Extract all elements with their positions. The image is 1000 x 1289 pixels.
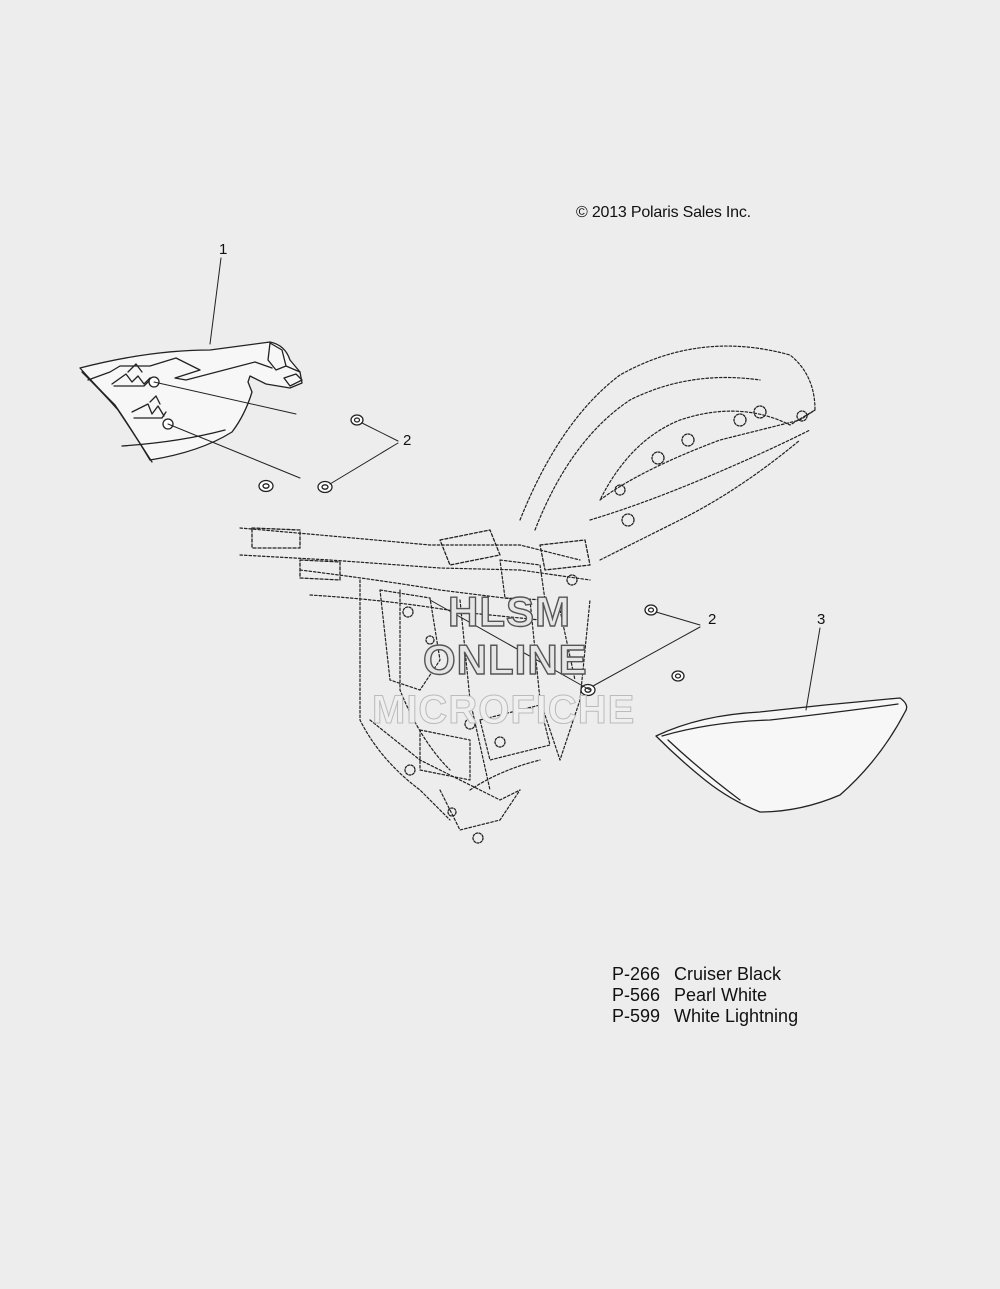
legend-code: P-599	[612, 1006, 661, 1026]
watermark-line-2: ONLINE	[422, 635, 588, 683]
side-cover-right-part-3	[655, 697, 908, 813]
legend-code: P-566	[612, 985, 661, 1005]
motorcycle-frame	[239, 345, 816, 831]
copyright-notice: © 2013 Polaris Sales Inc.	[576, 204, 751, 221]
leader-part-3	[805, 627, 821, 711]
callout-part-2-lower: 2	[708, 611, 717, 628]
legend-row: P-599 White Lightning	[612, 1006, 798, 1027]
leader-part-1	[209, 257, 222, 345]
watermark-line-1: HLSM	[447, 587, 571, 635]
grommets-lower-part-2	[429, 599, 701, 697]
watermark-line-3: MICROFICHE	[371, 688, 636, 733]
frame-mounting-holes	[402, 405, 808, 844]
legend-color-name: Cruiser Black	[674, 964, 782, 984]
color-legend: P-266 Cruiser Black P-566 Pearl White P-…	[612, 964, 798, 1027]
push-clip-upper	[111, 363, 160, 388]
callout-part-1: 1	[219, 241, 228, 258]
legend-color-name: Pearl White	[674, 985, 768, 1005]
legend-color-name: White Lightning	[674, 1006, 799, 1026]
callout-part-3: 3	[817, 611, 826, 628]
legend-code: P-266	[612, 964, 661, 984]
side-cover-left-part-1	[79, 341, 303, 479]
grommets-upper-part-2	[258, 414, 399, 494]
legend-row: P-566 Pearl White	[612, 985, 798, 1006]
callout-part-2-upper: 2	[403, 432, 412, 449]
frame-steering-head	[251, 527, 591, 581]
legend-row: P-266 Cruiser Black	[612, 964, 798, 985]
